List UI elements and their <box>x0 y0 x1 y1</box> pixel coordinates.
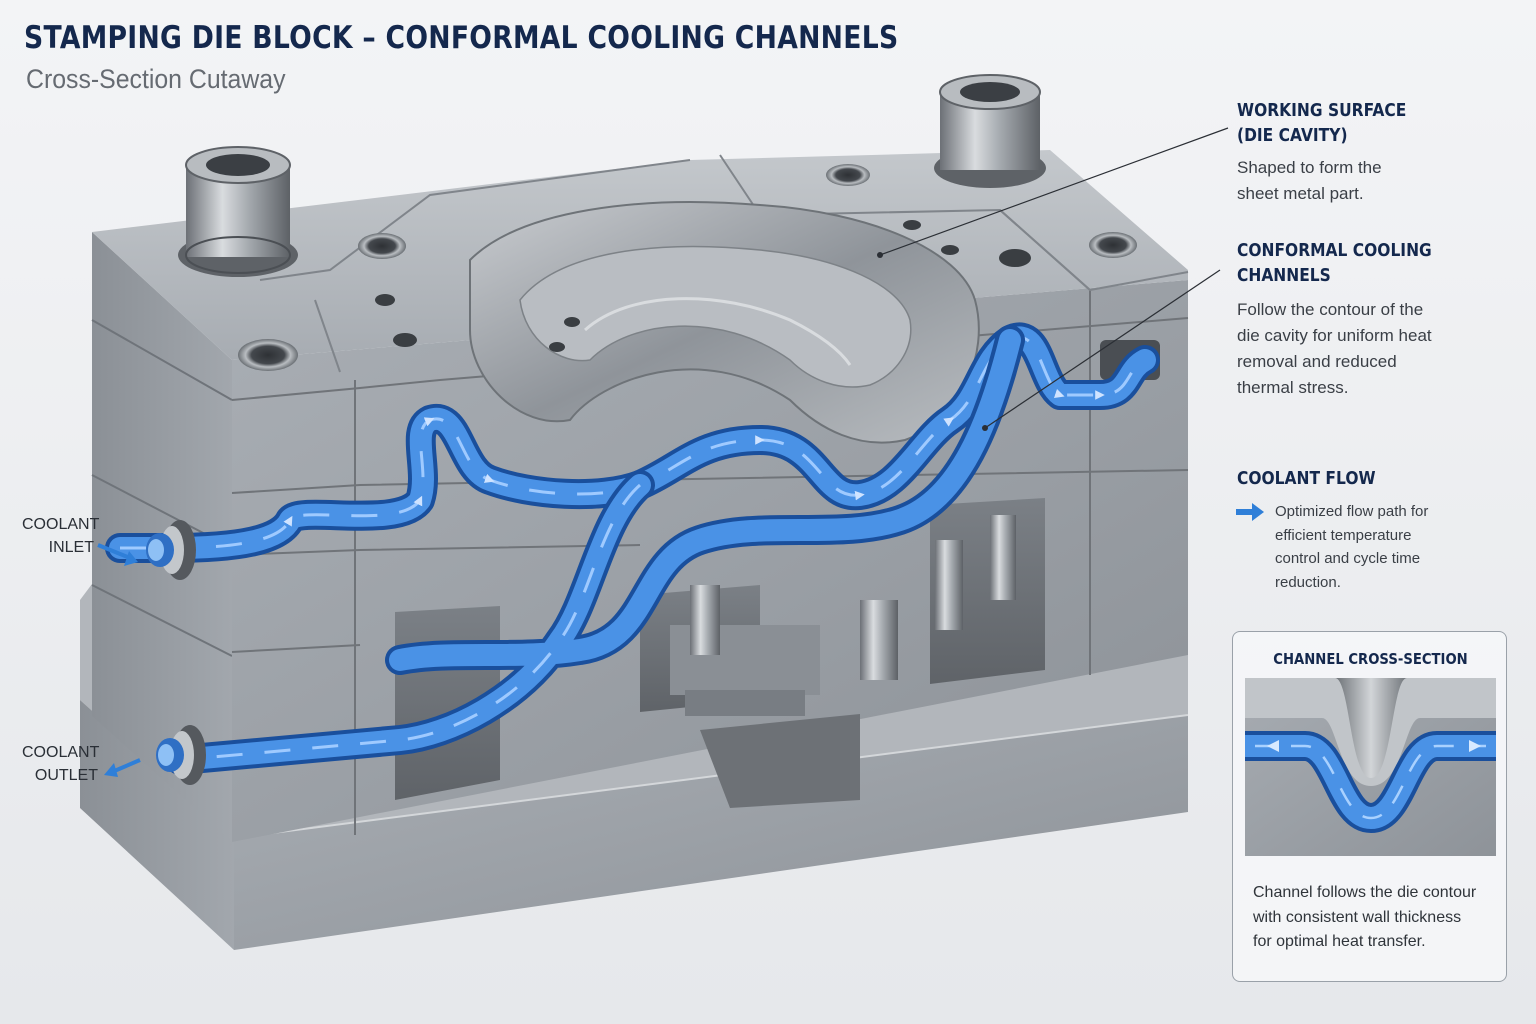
port-arrows <box>97 543 141 777</box>
coolant-outlet-label: COOLANT OUTLET <box>22 744 100 784</box>
annotation-conformal-heading: CONFORMAL COOLING CHANNELS <box>1237 240 1432 286</box>
channel-cross-section-card: CHANNEL CROSS-SECTION Channel follows th… <box>1232 631 1507 982</box>
page-subtitle: Cross-Section Cutaway <box>26 64 286 94</box>
leader-lines <box>877 127 1229 431</box>
annotation-coolant-flow-body: Optimized flow path for efficient temper… <box>1275 503 1429 591</box>
cooling-channel <box>105 322 1160 775</box>
annotation-working-surface-heading: WORKING SURFACE (DIE CAVITY) <box>1237 100 1407 146</box>
coolant-inlet-label: COOLANT INLET <box>22 516 100 556</box>
annotation-conformal-body: Follow the contour of the die cavity for… <box>1237 300 1432 397</box>
cross-section-illustration <box>1245 678 1496 856</box>
annotation-coolant-flow-heading: COOLANT FLOW <box>1237 468 1376 489</box>
page-title: STAMPING DIE BLOCK – CONFORMAL COOLING C… <box>24 20 899 56</box>
inset-title: CHANNEL CROSS-SECTION <box>1273 650 1468 668</box>
flow-arrow-icon <box>1236 503 1264 521</box>
inset-description: Channel follows the die contour with con… <box>1253 884 1477 950</box>
guide-post-right <box>934 74 1046 188</box>
annotation-working-surface-body: Shaped to form the sheet metal part. <box>1237 158 1382 203</box>
coolant-outlet-fitting <box>156 725 206 785</box>
coolant-inlet-fitting <box>146 520 196 580</box>
guide-post-left <box>178 146 298 277</box>
